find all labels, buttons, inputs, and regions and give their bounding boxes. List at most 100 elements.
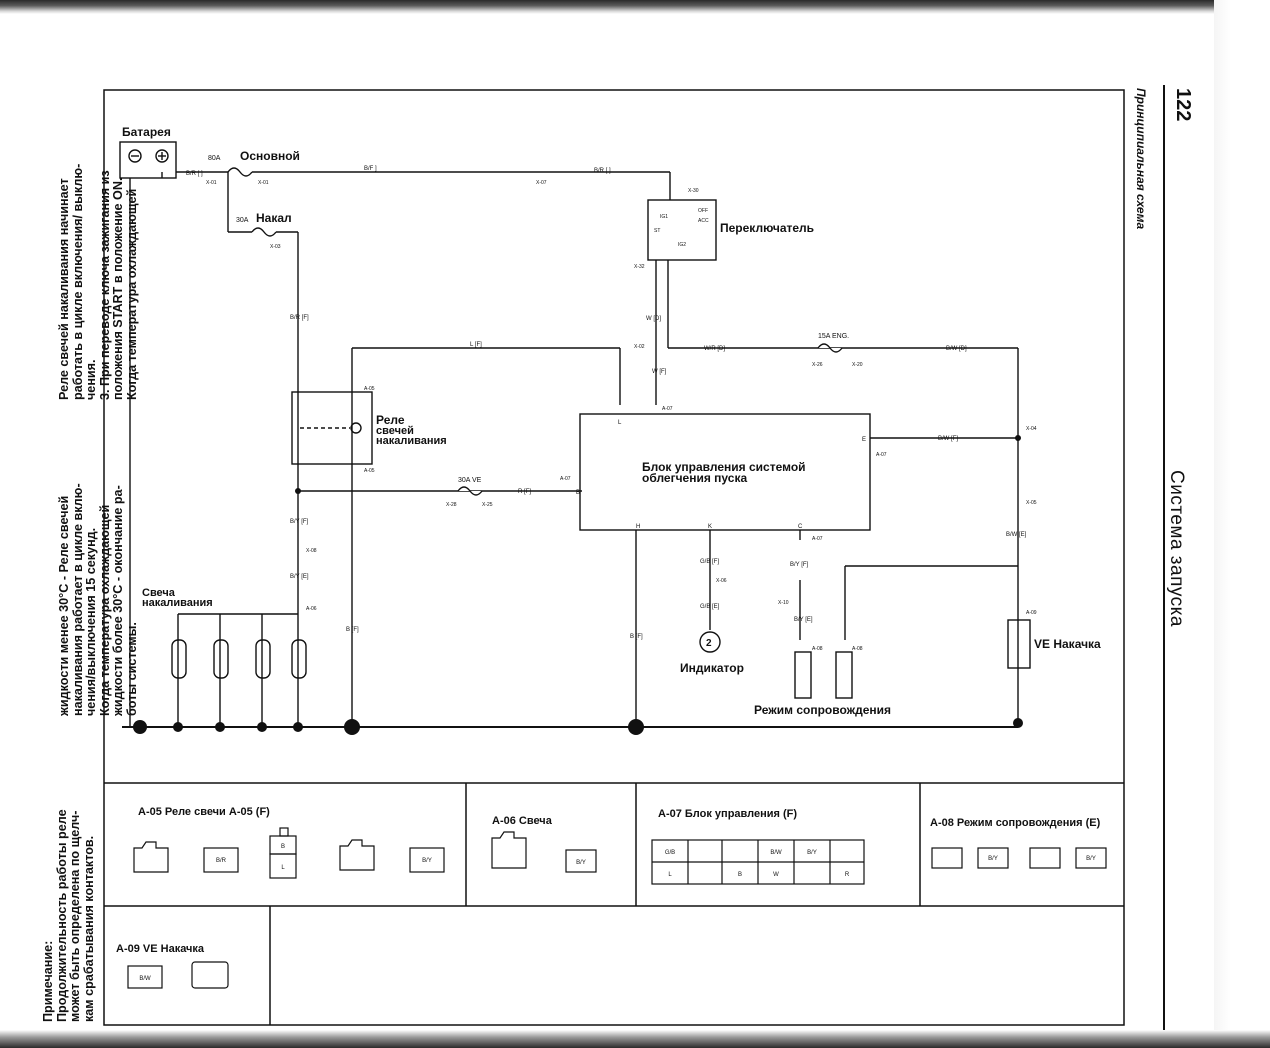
body-line: боты системы. (124, 622, 139, 716)
svg-text:B [F]: B [F] (630, 634, 643, 640)
svg-text:X-07: X-07 (536, 180, 547, 186)
svg-text:B/W [D]: B/W [D] (946, 346, 967, 352)
note-line: кам срабатывания контактов. (81, 835, 96, 1022)
svg-text:X-20: X-20 (852, 362, 863, 368)
svg-text:E: E (862, 437, 866, 443)
ve-pump-label: VE Накачка (1034, 637, 1101, 651)
svg-text:L: L (618, 420, 622, 426)
svg-text:B/R [F]: B/R [F] (290, 315, 309, 321)
header-rule (1163, 85, 1165, 1030)
svg-text:L: L (668, 872, 672, 878)
indicator-num: 2 (706, 638, 712, 649)
svg-text:X-02: X-02 (634, 344, 645, 350)
indicator-label: Индикатор (680, 661, 744, 675)
body-line: положения START в положение ON. (111, 177, 125, 400)
svg-text:X-32: X-32 (634, 264, 645, 270)
note-heading: Примечание: (41, 940, 55, 1022)
body-line: Когда температура охлаждающей (124, 188, 139, 400)
svg-text:ACC: ACC (698, 218, 709, 224)
svg-text:B/Y [E]: B/Y [E] (290, 574, 309, 580)
body-line: Когда температура охлаждающей (97, 504, 112, 716)
svg-text:A-07: A-07 (560, 476, 571, 482)
svg-text:B/Y: B/Y (988, 856, 998, 862)
svg-text:X-10: X-10 (778, 600, 789, 606)
svg-text:B/Y: B/Y (807, 850, 817, 856)
svg-text:B/W: B/W (770, 850, 782, 856)
svg-text:X-05: X-05 (1026, 500, 1037, 506)
left-text-note: Примечание: Продолжительность работы рел… (41, 809, 96, 1022)
conn-a08-title: А-08 Режим сопровождения (E) (930, 817, 1101, 829)
relay-label-2: свечей (376, 425, 414, 437)
svg-text:L [F]: L [F] (470, 342, 482, 348)
diagram-frame (103, 89, 1125, 1026)
svg-text:X-01: X-01 (206, 180, 217, 186)
svg-text:W/R [D]: W/R [D] (704, 346, 725, 352)
svg-text:A-07: A-07 (812, 536, 823, 542)
svg-text:R [F]: R [F] (518, 489, 531, 495)
conn-a07-title: А-07 Блок управления (F) (658, 808, 797, 820)
svg-text:L: L (281, 865, 285, 871)
svg-text:B/Y: B/Y (422, 858, 432, 864)
svg-text:X-06: X-06 (716, 578, 727, 584)
svg-text:ST: ST (654, 228, 660, 234)
svg-text:B/R [ ]: B/R [ ] (594, 168, 611, 174)
note-line: Продолжительность работы реле (54, 809, 69, 1022)
switch-label: Переключатель (720, 221, 814, 235)
fuse-15a-label: 15A ENG. (818, 333, 849, 340)
svg-text:X-08: X-08 (306, 548, 317, 554)
svg-text:A-06: A-06 (306, 606, 317, 612)
svg-text:X-04: X-04 (1026, 426, 1037, 432)
left-text-lines-lower: жидкости менее 30°С - Реле свечей накали… (57, 483, 139, 716)
cu-label-1: Блок управления системой (642, 460, 806, 474)
glow-fuse-rating: 30А (236, 217, 249, 224)
fuse-30a-label: 30A VE (458, 477, 482, 484)
ve-pump-symbol (1007, 619, 1031, 669)
svg-text:G/B [F]: G/B [F] (700, 559, 719, 565)
scan-margin-right (1214, 0, 1270, 1048)
svg-text:B/Y [F]: B/Y [F] (790, 562, 809, 568)
svg-text:B: B (576, 490, 580, 496)
svg-text:X-30: X-30 (688, 188, 699, 194)
note-line: может быть определена по щелч- (68, 810, 82, 1022)
svg-text:W [D]: W [D] (646, 316, 661, 322)
svg-text:A-07: A-07 (662, 406, 673, 412)
svg-text:A-08: A-08 (812, 646, 823, 652)
control-unit-symbol (579, 413, 871, 531)
svg-text:A-08: A-08 (852, 646, 863, 652)
svg-text:X-28: X-28 (446, 502, 457, 508)
svg-text:B/F ]: B/F ] (364, 166, 377, 172)
plug-label-1: Свеча (142, 587, 176, 599)
svg-text:K: K (708, 524, 712, 530)
svg-text:OFF: OFF (698, 208, 708, 214)
battery-symbol (119, 141, 177, 179)
svg-text:B: B (738, 872, 742, 878)
svg-text:B/W [F]: B/W [F] (938, 436, 958, 442)
main-fuse-label: Основной (240, 149, 300, 163)
svg-text:X-25: X-25 (482, 502, 493, 508)
body-line: 3. При переводе ключа зажигания из (97, 170, 112, 400)
svg-text:IG1: IG1 (660, 214, 668, 220)
svg-text:R: R (845, 872, 850, 878)
ignition-switch-symbol (647, 199, 717, 261)
svg-text:IG2: IG2 (678, 242, 686, 248)
svg-text:B/Y [E]: B/Y [E] (794, 617, 813, 623)
svg-text:W: W (773, 872, 779, 878)
conn-a06-title: А-06 Свеча (492, 815, 553, 827)
follow-mode-label: Режим сопровождения (754, 703, 891, 717)
svg-text:B/W: B/W (139, 976, 151, 982)
cu-label-2: облегчения пуска (642, 471, 747, 485)
svg-text:B/R: B/R (216, 858, 227, 864)
indicator-lamp-symbol (699, 631, 721, 653)
body-line: жидкости более 30°С - окончание ра- (111, 485, 125, 716)
svg-text:W [F]: W [F] (652, 369, 667, 375)
svg-text:B [F]: B [F] (346, 627, 359, 633)
battery-label: Батарея (122, 125, 171, 139)
scan-shadow-bottom (0, 1030, 1270, 1048)
svg-text:X-01: X-01 (258, 180, 269, 186)
conn-a05-title: А-05 Реле свечи А-05 (F) (138, 806, 270, 818)
conn-a09-title: А-09 VE Накачка (116, 943, 205, 955)
svg-text:B/W [E]: B/W [E] (1006, 532, 1027, 538)
svg-text:B/Y: B/Y (576, 860, 586, 866)
main-fuse-rating: 80А (208, 155, 221, 162)
